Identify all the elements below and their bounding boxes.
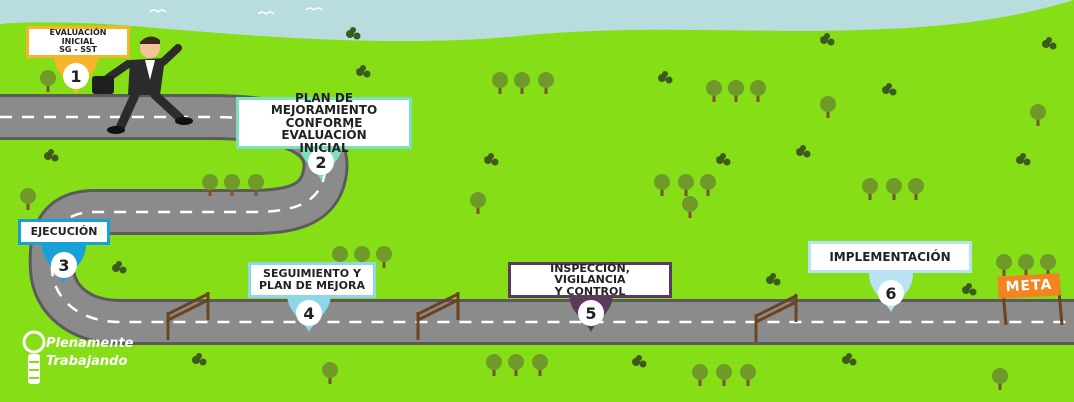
tree <box>682 196 698 218</box>
step-6-number: 6 <box>878 280 904 306</box>
bush <box>658 71 673 84</box>
hurdle <box>754 294 798 342</box>
hurdle <box>166 292 210 340</box>
bird <box>149 9 167 14</box>
step-3-number: 3 <box>51 252 77 278</box>
bush <box>192 353 207 366</box>
tree <box>728 80 744 102</box>
brand-logo: Plenamente Trabajando <box>22 328 172 392</box>
bird <box>257 11 275 16</box>
tree <box>740 364 756 386</box>
tree <box>716 364 732 386</box>
tree <box>202 174 218 196</box>
tree <box>908 178 924 200</box>
bulb-icon <box>22 330 46 384</box>
tree <box>322 362 338 384</box>
step-5-label: INSPECCIÓN, VIGILANCIA Y CONTROL <box>508 262 672 298</box>
sky <box>0 0 1074 42</box>
tree <box>248 174 264 196</box>
step-6-label: IMPLEMENTACIÓN <box>808 241 972 273</box>
step-2-number: 2 <box>308 149 334 175</box>
tree <box>654 174 670 196</box>
tree <box>470 192 486 214</box>
tree <box>700 174 716 196</box>
tree <box>514 72 530 94</box>
bush <box>716 153 731 166</box>
bush <box>962 283 977 296</box>
tree <box>820 96 836 118</box>
bird <box>305 7 323 12</box>
tree <box>40 70 56 92</box>
bush <box>112 261 127 274</box>
bush <box>820 33 835 46</box>
bush <box>356 65 371 78</box>
step-2-label: PLAN DE MEJORAMIENTO CONFORME EVALUACIÓN… <box>236 91 412 154</box>
bush <box>796 145 811 158</box>
tree <box>992 368 1008 390</box>
tree <box>1030 104 1046 126</box>
step-3-label: EJECUCIÓN <box>18 219 110 245</box>
step-4-label: SEGUIMIENTO Y PLAN DE MEJORA <box>248 262 376 298</box>
tree <box>538 72 554 94</box>
bush <box>484 153 499 166</box>
tree <box>706 80 722 102</box>
tree <box>224 174 240 196</box>
step-4-number: 4 <box>296 300 322 326</box>
bush <box>1016 153 1031 166</box>
brand-line-2: Trabajando <box>46 354 128 369</box>
tree <box>486 354 502 376</box>
tree <box>886 178 902 200</box>
tree <box>20 188 36 210</box>
bush <box>842 353 857 366</box>
step-5-number: 5 <box>578 300 604 326</box>
tree <box>862 178 878 200</box>
brand-line-1: Plenamente <box>46 336 134 351</box>
tree <box>492 72 508 94</box>
runner-businessman <box>92 36 193 134</box>
tree-group <box>20 70 1056 390</box>
bush <box>882 83 897 96</box>
tree <box>678 174 694 196</box>
tree <box>376 246 392 268</box>
bush <box>346 27 361 40</box>
tree <box>996 254 1012 276</box>
bush-group <box>44 27 1057 368</box>
hurdles <box>166 292 798 342</box>
step-1-label: EVALUACIÓN INICIAL SG - SST <box>26 26 130 58</box>
bush <box>766 273 781 286</box>
hurdle <box>416 292 460 340</box>
tree <box>1018 254 1034 276</box>
bush <box>1042 37 1057 50</box>
tree <box>532 354 548 376</box>
tree <box>1040 254 1056 276</box>
tree <box>508 354 524 376</box>
birds <box>149 7 323 16</box>
finish-sign: META <box>997 273 1061 299</box>
bush <box>44 149 59 162</box>
tree <box>750 80 766 102</box>
step-1-number: 1 <box>63 63 89 89</box>
bush <box>632 355 647 368</box>
tree <box>692 364 708 386</box>
